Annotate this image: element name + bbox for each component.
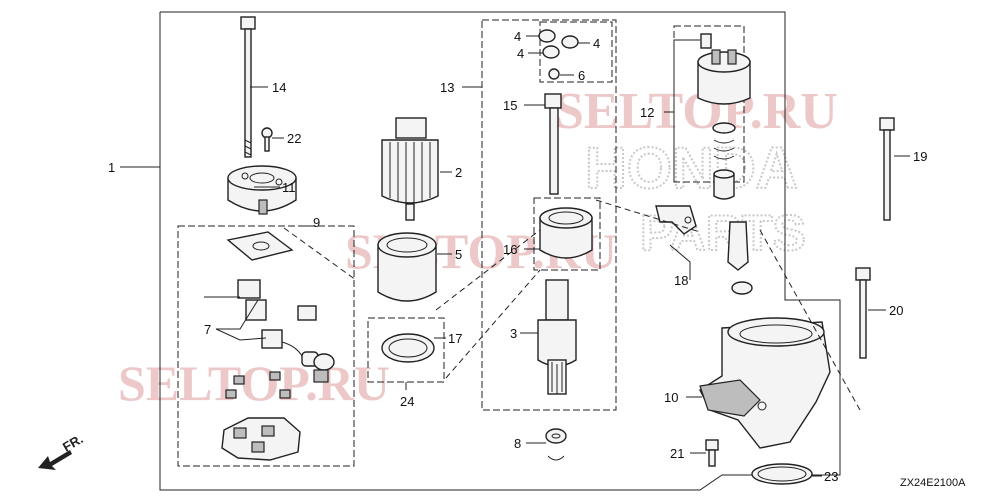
- callout-13: 13: [440, 80, 454, 95]
- callout-7: 7: [204, 322, 211, 337]
- snap-ring-8: [547, 455, 565, 461]
- housing-flange: [699, 379, 761, 417]
- nuts-4: [538, 29, 579, 59]
- brush-assembly-9: [221, 231, 335, 461]
- callout-12: 12: [640, 105, 654, 120]
- watermark-seltop-top: SELTOP.RU: [555, 83, 838, 140]
- washer-6: [548, 68, 560, 80]
- brush-holder-a: [237, 279, 261, 299]
- callout-1: 1: [108, 160, 115, 175]
- assembly-13-box: [481, 19, 617, 411]
- nut-group-box: [539, 21, 613, 83]
- brush-holder-c: [245, 299, 267, 321]
- callout-3: 3: [510, 326, 517, 341]
- armature-shaft: [405, 203, 415, 221]
- leader-lines: [120, 35, 910, 477]
- stop-collar-8: [545, 428, 567, 444]
- through-bolt-14: [240, 16, 256, 158]
- yoke-5: [377, 232, 437, 302]
- lever-seal: [727, 221, 749, 271]
- brush-plate-insulator: [226, 231, 294, 261]
- callout-8: 8: [514, 436, 521, 451]
- screw-22-shank: [264, 136, 270, 152]
- callout-4b: 4: [593, 36, 600, 51]
- drive-housing-10: [699, 317, 831, 449]
- callout-14: 14: [272, 80, 286, 95]
- bolt-21: [705, 439, 719, 467]
- bolt-14-shank: [244, 28, 252, 158]
- solenoid-spring: [713, 139, 735, 160]
- callout-5: 5: [455, 247, 462, 262]
- screw-22: [261, 127, 273, 152]
- front-direction-label: FR.: [60, 431, 86, 454]
- callout-labels: 1 2 3 4 4 4 5 6 7 8 9 10 11 12 13 14 15 …: [108, 29, 927, 484]
- callout-19: 19: [913, 149, 927, 164]
- lever-grommet: [731, 281, 753, 295]
- solenoid-terminal-nut: [700, 33, 712, 49]
- front-arrow-icon: [38, 450, 72, 470]
- shift-lever-18: [655, 205, 753, 295]
- brush-holder-base: [221, 417, 301, 461]
- watermark-seltop-bottom: SELTOP.RU: [118, 355, 390, 411]
- brush-lead-wire: [281, 341, 303, 357]
- bolt-19: [879, 117, 895, 221]
- bolt-14-head: [240, 16, 256, 30]
- callout-17: 17: [448, 331, 462, 346]
- shift-lever: [655, 205, 697, 235]
- brush-holder-d: [261, 329, 283, 349]
- callout-24: 24: [400, 394, 414, 409]
- solenoid-plunger: [712, 122, 736, 134]
- callout-16: 16: [503, 242, 517, 257]
- shaft-15-body: [549, 107, 559, 195]
- diagram-code: ZX24E2100A: [900, 477, 966, 489]
- callout-2: 2: [455, 165, 462, 180]
- armature-2: [381, 117, 439, 221]
- solenoid-12: [697, 33, 751, 200]
- brush-holder-b: [297, 305, 317, 321]
- callout-4c: 4: [517, 46, 524, 61]
- ring-17: [381, 333, 435, 363]
- o-ring-23: [751, 463, 813, 485]
- callout-11: 11: [282, 180, 296, 195]
- brush-springs: [225, 371, 291, 399]
- front-direction-indicator: FR.: [38, 431, 86, 470]
- pinion-sleeve: [545, 279, 569, 321]
- end-cover-11: [227, 165, 297, 215]
- callout-20: 20: [889, 303, 903, 318]
- armature-commutator: [395, 117, 427, 139]
- callout-6: 6: [578, 68, 585, 83]
- callout-23: 23: [824, 469, 838, 484]
- shaft-15-head: [544, 93, 562, 109]
- callout-22: 22: [287, 131, 301, 146]
- pinion-body: [537, 319, 577, 367]
- internal-gear-16: [539, 207, 593, 259]
- callout-10: 10: [664, 390, 678, 405]
- pinion-shaft-15: [544, 93, 562, 195]
- pinion-clutch-3: [537, 279, 577, 395]
- watermark-honda: HONDA: [585, 136, 798, 201]
- main-assembly-border: [159, 11, 841, 491]
- callout-21: 21: [670, 446, 684, 461]
- assembly-9-box: [177, 225, 355, 467]
- callout-15: 15: [503, 98, 517, 113]
- bolt-20: [855, 267, 871, 359]
- callout-9: 9: [313, 215, 320, 230]
- callout-4a: 4: [514, 29, 521, 44]
- callout-18: 18: [674, 273, 688, 288]
